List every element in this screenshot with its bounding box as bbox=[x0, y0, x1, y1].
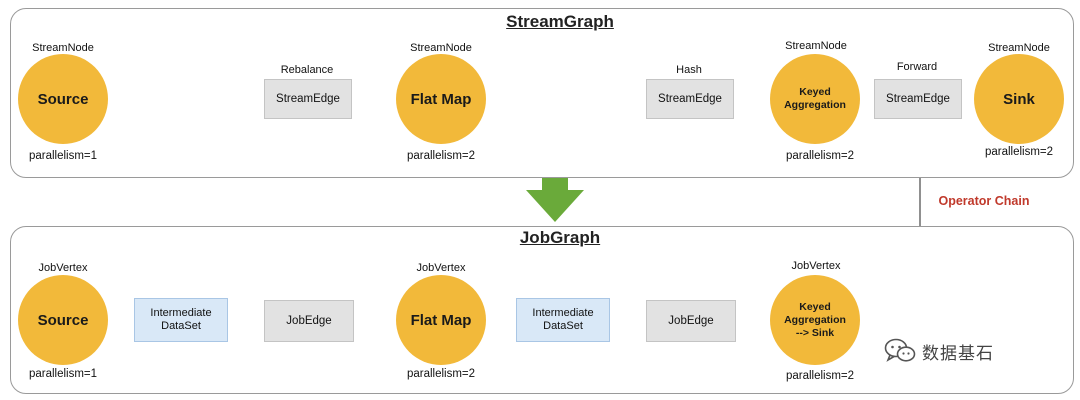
operator-chain-label: Operator Chain bbox=[938, 194, 1030, 208]
stream-parallelism-source: parallelism=1 bbox=[28, 150, 98, 162]
transform-arrow bbox=[526, 168, 584, 222]
partitioner-forward: Forward bbox=[896, 61, 938, 73]
stream-node-header-source: StreamNode bbox=[32, 42, 94, 54]
stream-node-sink: Sink bbox=[974, 54, 1064, 144]
stream-node-header-keyed: StreamNode bbox=[785, 40, 847, 52]
stream-node-flatmap: Flat Map bbox=[396, 54, 486, 144]
wechat-icon bbox=[884, 338, 916, 362]
stream-parallelism-flatmap: parallelism=2 bbox=[406, 150, 476, 162]
job-vertex-source: Source bbox=[18, 275, 108, 365]
job-edge-2: JobEdge bbox=[646, 300, 736, 342]
partitioner-rebalance: Rebalance bbox=[280, 64, 334, 76]
job-vertex-header-flatmap: JobVertex bbox=[416, 262, 466, 274]
job-vertex-keyed-aggregation-sink: Keyed Aggregation --> Sink bbox=[770, 275, 860, 365]
job-parallelism-keyed-sink: parallelism=2 bbox=[785, 370, 855, 382]
stream-node-header-flatmap: StreamNode bbox=[410, 42, 472, 54]
jobgraph-title: JobGraph bbox=[519, 228, 601, 247]
job-vertex-flatmap: Flat Map bbox=[396, 275, 486, 365]
stream-parallelism-sink: parallelism=2 bbox=[984, 146, 1054, 158]
job-vertex-header-keyed-sink: JobVertex bbox=[791, 260, 841, 272]
stream-parallelism-keyed: parallelism=2 bbox=[785, 150, 855, 162]
stream-edge-forward: StreamEdge bbox=[874, 79, 962, 119]
job-edge-1: JobEdge bbox=[264, 300, 354, 342]
streamgraph-title: StreamGraph bbox=[506, 12, 614, 31]
watermark-text: 数据基石 bbox=[922, 343, 994, 363]
partitioner-hash: Hash bbox=[676, 64, 702, 76]
watermark: 数据基石 bbox=[884, 338, 994, 364]
job-vertex-header-source: JobVertex bbox=[38, 262, 88, 274]
job-parallelism-source: parallelism=1 bbox=[28, 368, 98, 380]
stream-edge-rebalance: StreamEdge bbox=[264, 79, 352, 119]
job-parallelism-flatmap: parallelism=2 bbox=[406, 368, 476, 380]
intermediate-dataset-1: Intermediate DataSet bbox=[134, 298, 228, 342]
intermediate-dataset-2: Intermediate DataSet bbox=[516, 298, 610, 342]
stream-node-header-sink: StreamNode bbox=[988, 42, 1050, 54]
stream-edge-hash: StreamEdge bbox=[646, 79, 734, 119]
stream-node-source: Source bbox=[18, 54, 108, 144]
